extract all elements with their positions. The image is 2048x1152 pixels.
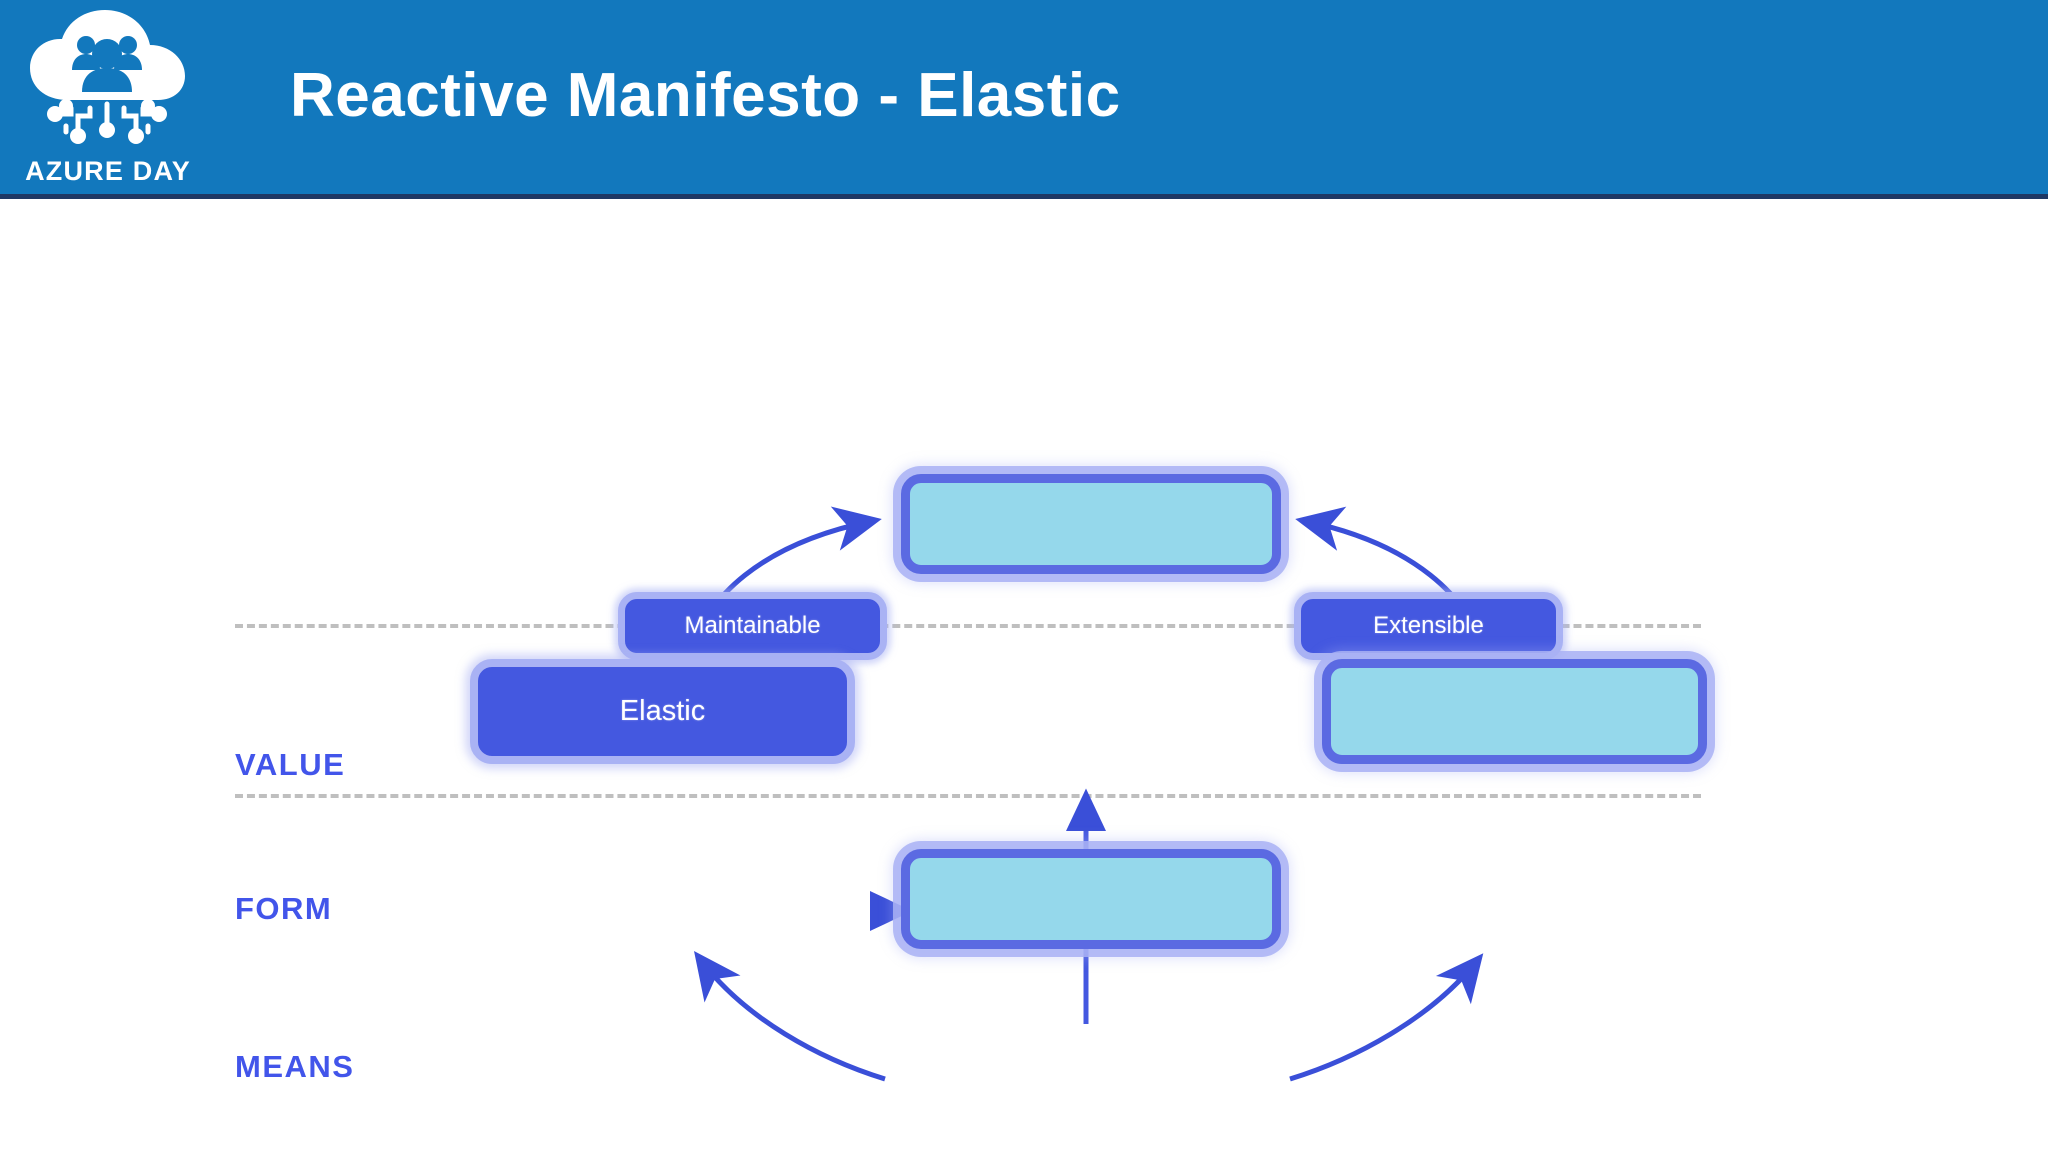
divider-value-form [235,624,1701,628]
divider-form-means [235,794,1701,798]
node-elastic[interactable]: Elastic [470,659,855,764]
azure-day-logo: AZURE DAY [22,8,194,190]
logo-wordmark: AZURE DAY [25,156,191,186]
connector-arrow-layer [690,506,1486,1082]
slide-header: AZURE DAY Reactive Manifesto - Elastic [0,0,2048,199]
node-maintainable-label: Maintainable [684,612,821,639]
node-form-right[interactable] [1322,659,1707,764]
node-means-center[interactable] [901,849,1281,949]
row-label-means: MEANS [235,1049,355,1084]
node-maintainable[interactable]: Maintainable [618,592,887,660]
node-value-center[interactable] [901,474,1281,574]
node-extensible[interactable]: Extensible [1294,592,1563,660]
node-extensible-label: Extensible [1373,612,1484,639]
page-title: Reactive Manifesto - Elastic [290,61,1121,130]
row-label-form: FORM [235,891,333,926]
node-elastic-label: Elastic [619,695,706,727]
cloud-people-circuit-icon [30,10,185,144]
connector-means-to-formright [1289,953,1484,1082]
diagram-canvas: VALUE FORM MEANS Maintainable Extensibl [0,199,2048,1152]
row-label-value: VALUE [235,747,346,782]
connector-means-to-elastic [693,951,886,1082]
